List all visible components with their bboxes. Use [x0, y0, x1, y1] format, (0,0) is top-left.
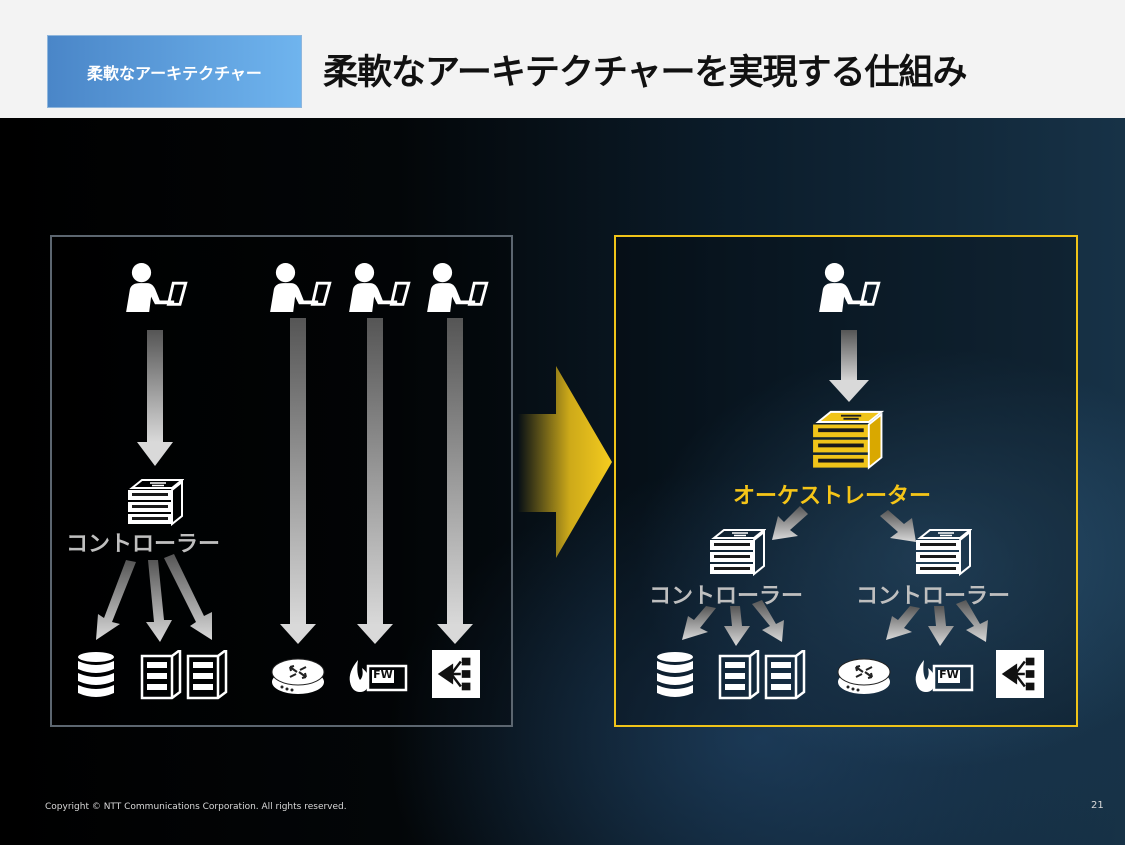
server-icon	[764, 650, 806, 700]
firewall-text: FW	[373, 668, 393, 681]
transition-arrow	[518, 366, 612, 558]
load-balancer-icon	[432, 650, 480, 698]
server-icon	[140, 650, 182, 700]
orchestrator-arrows	[772, 506, 916, 542]
user-icon	[425, 262, 489, 312]
section-badge: 柔軟なアーキテクチャー	[47, 35, 302, 108]
controller-label: コントローラー	[856, 584, 1011, 609]
controller-label: コントローラー	[66, 532, 221, 557]
load-balancer-icon	[996, 650, 1044, 698]
database-icon	[657, 652, 693, 697]
server-icon	[186, 650, 228, 700]
copyright-text: Copyright © NTT Communications Corporati…	[45, 802, 347, 812]
controller-switch-icon	[127, 479, 183, 525]
user-icon	[347, 262, 411, 312]
orchestrator-icon	[812, 410, 883, 469]
slide-header: 柔軟なアーキテクチャー 柔軟なアーキテクチャーを実現する仕組み	[0, 0, 1125, 118]
user-icon	[268, 262, 332, 312]
controller-switch-icon	[915, 529, 971, 575]
router-icon	[271, 658, 325, 695]
flow-arrow	[357, 318, 393, 644]
flow-arrow	[829, 330, 869, 402]
flow-arrow	[280, 318, 316, 644]
flow-arrow	[437, 318, 473, 644]
fanout-arrows	[886, 600, 988, 646]
flow-arrow	[137, 330, 173, 466]
user-icon	[817, 262, 881, 312]
fanout-arrows	[682, 600, 784, 646]
controller-switch-icon	[709, 529, 765, 575]
router-icon	[837, 658, 891, 695]
orchestrator-label: オーケストレーター	[733, 484, 932, 509]
user-icon	[124, 262, 188, 312]
page-title: 柔軟なアーキテクチャーを実現する仕組み	[323, 53, 968, 93]
page-number: 21	[1091, 800, 1104, 811]
before-architecture-panel	[50, 235, 513, 727]
after-architecture-panel	[614, 235, 1078, 727]
server-icon	[718, 650, 760, 700]
database-icon	[78, 652, 114, 697]
firewall-text: FW	[939, 668, 959, 681]
fanout-arrows	[96, 554, 212, 642]
controller-label: コントローラー	[649, 584, 804, 609]
